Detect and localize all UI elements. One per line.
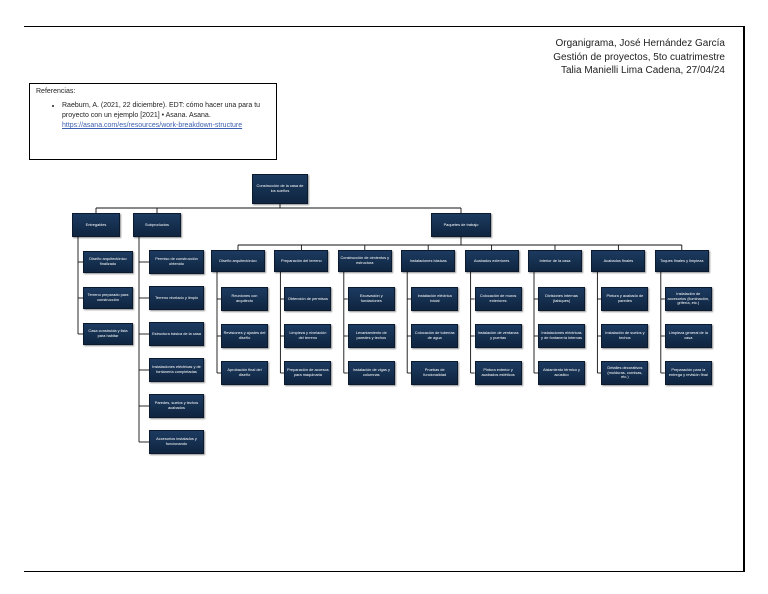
wbs-package-item-node: Pintura exterior y acabados estéticos (474, 361, 522, 385)
wbs-package-item-node: Levantamiento de paredes y techos (347, 324, 395, 348)
wbs-package-item-node: Instalación de accesorios (iluminación, … (664, 287, 712, 311)
header-block: Organigrama, José Hernández García Gesti… (553, 37, 725, 78)
wbs-subproducto-node: Estructura básica de la casa (149, 322, 204, 346)
references-title: Referencias: (36, 88, 76, 95)
wbs-subproducto-node: Instalaciones eléctricas y de fontanería… (149, 358, 204, 382)
wbs-package-item-node: Limpieza y nivelación del terreno (284, 324, 332, 348)
wbs-package-item-node: Preparación para la entrega y revisión f… (664, 361, 712, 385)
wbs-package-item-node: Instalaciones eléctricas y de fontanería… (538, 324, 585, 348)
wbs-package-group-node: Toques finales y limpieza (654, 250, 709, 272)
wbs-package-group-node: Acabados exteriores (464, 250, 519, 272)
wbs-package-item-node: Aislamiento térmico y acústico (538, 361, 585, 385)
wbs-package-item-node: Instalación de suelos y techos (601, 324, 649, 348)
wbs-package-group-node: Instalaciones básicas (401, 250, 456, 272)
header-line-title: Organigrama, José Hernández García (555, 38, 725, 49)
wbs-package-item-node: Pruebas de funcionalidad (411, 361, 459, 385)
wbs-subproducto-node: Paredes, suelos y techos acabados (149, 394, 204, 418)
wbs-subproducto-node: Permiso de construcción obtenido (149, 250, 204, 274)
wbs-package-item-node: Colocación de muros exteriores (474, 287, 522, 311)
wbs-package-item-node: Colocación de tuberías de agua (411, 324, 459, 348)
wbs-entregable-node: Casa construida y lista para habitar (83, 323, 133, 345)
wbs-package-group-node: Acabados finales (591, 250, 646, 272)
wbs-package-group-node: Diseño arquitectónico (211, 250, 265, 272)
header-line-author-date: Talia Manielli Lima Cadena, 27/04/24 (561, 65, 725, 76)
wbs-node-entregables: Entregables (72, 213, 120, 237)
wbs-package-item-node: Instalación de ventanas y puertas (474, 324, 522, 348)
wbs-package-item-node: Limpieza general de la casa (664, 324, 712, 348)
wbs-package-item-node: Excavación y fundaciones (347, 287, 395, 311)
wbs-package-item-node: Obtención de permisos (284, 287, 332, 311)
references-list: Raeburn, A. (2021, 22 diciembre). EDT: c… (36, 101, 270, 131)
wbs-entregable-node: Diseño arquitectónico finalizado (83, 251, 133, 273)
wbs-package-group-node: Preparación del terreno (274, 250, 329, 272)
wbs-root-node: Construcción de la casa de los sueños (252, 174, 308, 204)
wbs-subproducto-node: Accesorios instalados y funcionando (149, 430, 204, 454)
wbs-package-item-node: Instalación eléctrica inicial (411, 287, 459, 311)
wbs-package-item-node: Divisiones internas (tabiques) (538, 287, 585, 311)
wbs-package-item-node: Preparación de accesos para maquinaria (284, 361, 332, 385)
reference-link[interactable]: https://asana.com/es/resources/work-brea… (62, 122, 243, 129)
wbs-package-group-node: Construcción de cimientos y estructura (337, 250, 392, 272)
wbs-node-subproductos: Subproductos (133, 213, 181, 237)
wbs-subproducto-node: Terreno nivelado y limpio (149, 286, 204, 310)
header-line-course: Gestión de proyectos, 5to cuatrimestre (553, 51, 725, 63)
wbs-package-group-node: Interior de la casa (528, 250, 582, 272)
reference-item: Raeburn, A. (2021, 22 diciembre). EDT: c… (62, 101, 270, 131)
wbs-package-item-node: Pintura y acabado de paredes (601, 287, 649, 311)
references-box: Referencias: Raeburn, A. (2021, 22 dicie… (29, 83, 277, 160)
wbs-package-item-node: Instalación de vigas y columnas (347, 361, 395, 385)
wbs-node-paquetes: Paquetes de trabajo (431, 213, 491, 237)
wbs-package-item-node: Aprobación final del diseño (221, 361, 268, 385)
reference-text: Raeburn, A. (2021, 22 diciembre). EDT: c… (62, 102, 261, 119)
wbs-entregable-node: Terreno preparado para construcción (83, 287, 133, 309)
wbs-package-item-node: Detalles decorativos (molduras, cornisas… (601, 361, 649, 385)
wbs-package-item-node: Reuniones con arquitecto (221, 287, 268, 311)
wbs-package-item-node: Revisiones y ajustes del diseño (221, 324, 268, 348)
